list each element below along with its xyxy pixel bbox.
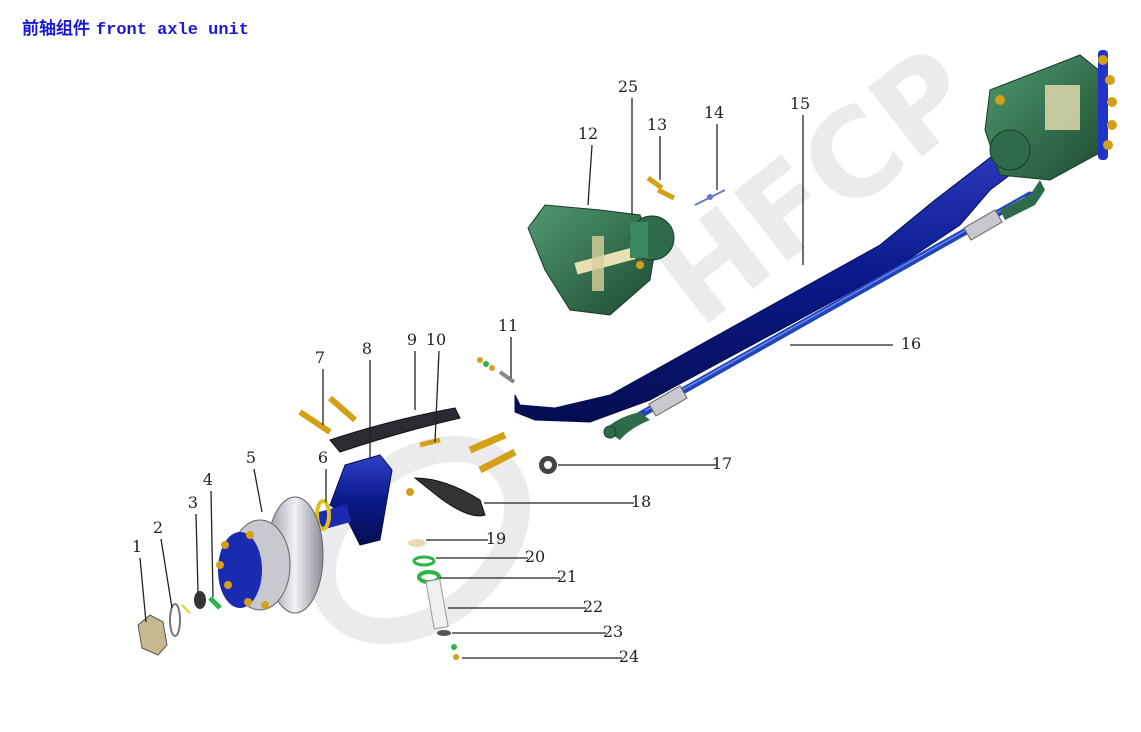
part-number-15: 15 bbox=[790, 94, 810, 113]
part-number-4: 4 bbox=[203, 470, 213, 489]
part-number-20: 20 bbox=[525, 547, 545, 566]
part-number-3: 3 bbox=[188, 493, 198, 512]
watermark: HFCP bbox=[309, 23, 1000, 645]
wheel-hub-disc bbox=[216, 496, 324, 614]
leader-line-3 bbox=[195, 513, 199, 593]
tie-rod bbox=[603, 180, 1045, 440]
part-number-13: 13 bbox=[647, 115, 667, 134]
part-number-9: 9 bbox=[407, 330, 417, 349]
part-number-6: 6 bbox=[318, 448, 328, 467]
part-number-14: 14 bbox=[704, 103, 724, 122]
part-number-21: 21 bbox=[557, 567, 577, 586]
diagram-title: 前轴组件 front axle unit bbox=[22, 14, 249, 40]
lock-nut bbox=[194, 591, 206, 609]
leader-line-10 bbox=[434, 350, 440, 443]
title-chinese: 前轴组件 bbox=[22, 19, 90, 39]
part-number-12: 12 bbox=[578, 124, 598, 143]
part-number-1: 1 bbox=[132, 537, 142, 556]
part-number-25: 25 bbox=[618, 77, 638, 96]
part-number-18: 18 bbox=[631, 492, 651, 511]
part-number-22: 22 bbox=[583, 597, 603, 616]
hub-cap bbox=[137, 614, 168, 656]
part-number-5: 5 bbox=[246, 448, 256, 467]
lock-washer bbox=[208, 596, 222, 610]
part-number-8: 8 bbox=[362, 339, 372, 358]
part-number-24: 24 bbox=[619, 647, 639, 666]
small-fasteners bbox=[477, 357, 516, 384]
brake-bracket bbox=[413, 477, 486, 517]
steering-arm bbox=[298, 395, 517, 474]
part-number-16: 16 bbox=[901, 334, 921, 353]
leader-line-12 bbox=[587, 144, 593, 206]
o-ring bbox=[169, 603, 181, 637]
part-number-10: 10 bbox=[426, 330, 446, 349]
leader-line-2 bbox=[160, 538, 173, 609]
leader-line-1 bbox=[139, 557, 147, 623]
part-number-11: 11 bbox=[498, 316, 518, 335]
part-number-17: 17 bbox=[712, 454, 732, 473]
leader-line-5 bbox=[253, 468, 263, 513]
part-number-23: 23 bbox=[603, 622, 623, 641]
part-number-2: 2 bbox=[153, 518, 163, 537]
brake-caliper bbox=[527, 204, 675, 316]
retaining-pin bbox=[694, 189, 726, 206]
caliper-bolts bbox=[646, 175, 676, 201]
right-brake-assembly bbox=[984, 50, 1117, 181]
kingpin-stack bbox=[406, 488, 459, 660]
title-english: front axle unit bbox=[95, 21, 249, 40]
leader-line-4 bbox=[210, 490, 214, 598]
dust-seal-ring bbox=[315, 499, 331, 531]
part-number-19: 19 bbox=[486, 529, 506, 548]
part-number-7: 7 bbox=[315, 348, 325, 367]
